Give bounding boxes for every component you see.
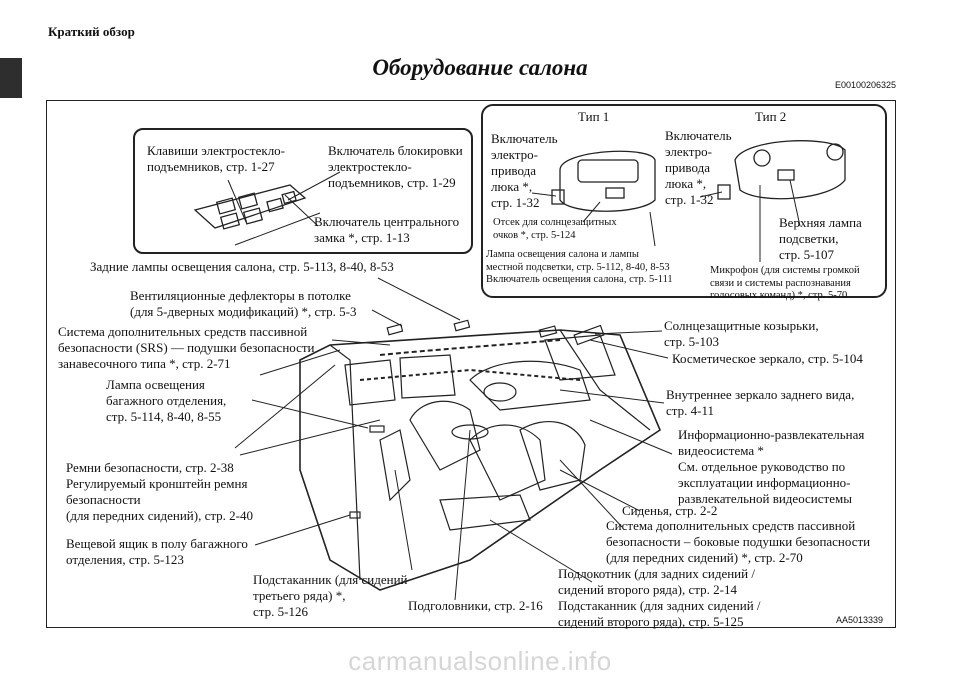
label-srs-side: Система дополнительных средств пассивной… xyxy=(606,518,871,565)
overhead-console-inset xyxy=(481,104,887,298)
label-armrest-cupholder: Подлокотник (для задних сидений / сидени… xyxy=(558,566,761,629)
label-seats: Сиденья, стр. 2-2 xyxy=(622,503,718,518)
footer-watermark: carmanualsonline.info xyxy=(348,646,612,676)
label-microphone: Микрофон (для системы громкой связи и си… xyxy=(710,265,860,301)
illustration-frame xyxy=(46,100,896,628)
label-window-lock-switch: Включатель блокировки электростекло- под… xyxy=(328,143,463,190)
label-room-lamps: Лампа освещения салона и лампы местной п… xyxy=(486,249,673,285)
section-title: Краткий обзор xyxy=(48,24,135,39)
label-ceiling-light: Верхняя лампа подсветки, стр. 5-107 xyxy=(779,215,862,262)
window-switch-inset xyxy=(133,128,473,254)
label-rear-lamps: Задние лампы освещения салона, стр. 5-11… xyxy=(90,259,394,274)
label-type2: Тип 2 xyxy=(755,109,787,124)
label-floor-box: Вещевой ящик в полу багажного отделения,… xyxy=(66,536,248,567)
document-code: E00100206325 xyxy=(834,80,896,90)
label-central-lock-switch: Включатель центрального замка *, стр. 1-… xyxy=(314,214,460,245)
label-srs-curtain: Система дополнительных средств пассивной… xyxy=(58,324,315,371)
page-title: Оборудование салона xyxy=(372,55,588,80)
label-headrests: Подголовники, стр. 2-16 xyxy=(408,598,543,613)
label-sunglass-holder: Отсек для солнцезащитных очков *, стр. 5… xyxy=(493,217,617,241)
label-power-window-switches: Клавиши электростекло- подъемников, стр.… xyxy=(147,143,286,174)
label-vanity-mirror: Косметическое зеркало, стр. 5-104 xyxy=(672,351,863,366)
label-type1: Тип 1 xyxy=(578,109,610,124)
label-infotainment: Информационно-развлекательная видеосисте… xyxy=(678,427,865,506)
section-tab xyxy=(0,58,22,98)
label-sunroof-switch-type1: Включатель электро- привода люка *, стр.… xyxy=(491,131,558,210)
label-cupholder-third-row: Подстаканник (для сидений третьего ряда)… xyxy=(253,572,408,619)
label-rearview-mirror: Внутреннее зеркало заднего вида, стр. 4-… xyxy=(666,387,855,418)
label-ceiling-vents: Вентиляционные дефлекторы в потолке (для… xyxy=(130,288,357,319)
label-sun-visors: Солнцезащитные козырьки, стр. 5-103 xyxy=(664,318,819,349)
label-sunroof-switch-type2: Включатель электро- привода люка *, стр.… xyxy=(665,128,732,207)
label-cargo-lamp: Лампа освещения багажного отделения, стр… xyxy=(106,377,227,424)
figure-code: AA5013339 xyxy=(836,615,884,625)
label-seat-belts: Ремни безопасности, стр. 2-38 Регулируем… xyxy=(66,460,254,523)
